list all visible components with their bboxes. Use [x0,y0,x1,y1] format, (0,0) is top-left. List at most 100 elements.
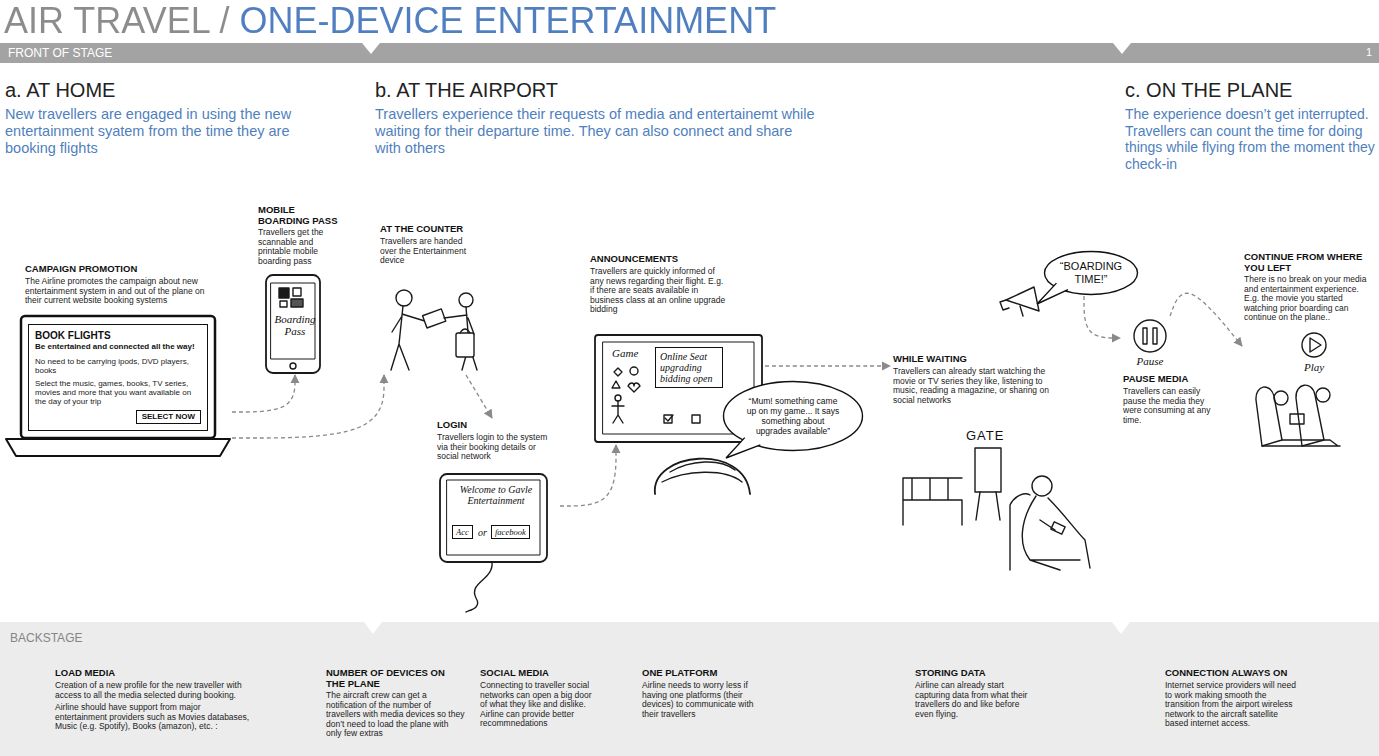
label-slot: Travellers experience their requests of … [375,106,820,157]
dashed-arrow [765,365,890,366]
monitor-drawing [612,401,624,423]
text-slot: Internet service providers will need to … [1165,681,1300,729]
plane-seats-drawing [1274,391,1288,405]
text-slot: Welcome to Gavle Entertainment [455,484,537,506]
login-tablet: Acc facebook LOGIN Travellers login to the … [435,418,560,613]
upgrade-popup: Online Seat upgrading bidding open [655,347,723,388]
counter-drawing [459,293,473,307]
handwritten-text: Game [612,347,652,359]
text-slot: CONTINUE FROM WHERE YOU LEFT [1244,252,1370,273]
handwritten-text: Online Seat upgrading bidding open [660,351,718,384]
handwritten-text: Acc [456,527,469,537]
text-slot: Airline can already start capturing data… [915,681,1040,719]
gate-drawing [1051,522,1065,534]
gate-drawing [975,448,1001,492]
dashed-arrow [232,375,295,412]
phone-drawing [291,299,303,307]
illustration [266,275,1340,612]
text-slot: MOBILE BOARDING PASS [258,205,344,226]
section-description: The experience doesn’t get interrupted. … [1125,106,1375,172]
pause-icon [1143,328,1147,344]
label-slot: a. AT HOME [5,78,335,102]
label-slot: b. AT THE AIRPORT [375,78,775,102]
body-text: Travellers are quickly informed of any n… [590,267,728,315]
heading-text: AT THE COUNTER [380,224,485,235]
text-slot: PAUSE MEDIA [1123,374,1223,385]
body-text: There is no break on your media and ente… [1244,275,1369,323]
label-slot: c. ON THE PLANE [1125,78,1375,102]
play-icon [1302,333,1326,357]
heading-text: LOGIN [437,420,557,431]
plane-seats-drawing [1256,387,1282,446]
gate-drawing [1022,496,1090,570]
viewer-head-drawing [662,462,742,482]
text-slot: or [478,527,492,538]
plane-seats-drawing [1262,440,1340,446]
text-slot: Travellers get the scannable and printab… [258,228,346,266]
dashed-arrow [1170,293,1242,346]
text-slot: Play [1294,361,1334,373]
announcement-bubble: “BOARDING TIME!” [1043,250,1139,296]
text-slot: Creation of a new profile for the new tr… [55,681,250,700]
facebook-button: facebook [491,525,530,539]
play-icon [1310,338,1321,352]
monitor-drawing [615,395,621,401]
text-slot: ONE PLATFORM [642,668,772,679]
label-slot: The experience doesn’t get interrupted. … [1125,106,1375,172]
label-text: SELECT NOW [142,412,195,422]
text-slot: Travellers login to the system via their… [437,433,559,462]
tablet-drawing [466,562,492,612]
phone-drawing [279,288,289,298]
counter-drawing [444,307,477,370]
tablet-drawing [440,474,547,612]
megaphone-drawing [1000,287,1039,316]
phone-drawing [293,288,301,296]
campaign-laptop: SELECT NOWBOOK FLIGHTSBe entertained and… [5,262,232,477]
monitor-drawing [664,415,672,423]
continue-playback: CONTINUE FROM WHERE YOU LEFTThere is no … [1242,250,1370,450]
body-text: The Airline promotes the campaign about … [25,277,220,306]
label-text: FRONT OF STAGE [8,46,208,60]
website-screen: SELECT NOWBOOK FLIGHTSBe entertained and… [28,324,208,431]
tablet-drawing [447,480,540,555]
play-icon [1302,333,1326,357]
body-text: Airline needs to worry less if having on… [642,681,772,719]
gate-sign: GATE [966,428,1016,443]
gate-drawing [1010,494,1030,570]
text-slot: Be entertained and connected all the way… [35,342,200,351]
heading-text: CONTINUE FROM WHERE YOU LEFT [1244,252,1370,273]
pause-icon [1153,328,1157,344]
text-slot: WHILE WAITING [893,354,1063,365]
viewer-head-drawing [655,459,750,494]
band-fill [0,43,1379,63]
label-text: BACKSTAGE [10,631,210,645]
body-text: Be entertained and connected all the way… [35,342,200,351]
text-slot: AT THE COUNTER [380,224,485,235]
speech-bubble: “Mum! something came up on my game... It… [722,380,864,452]
heading-text: ANNOUNCEMENTS [590,254,762,265]
gate-waiting-scene: WHILE WAITINGTravellers can already star… [890,352,1095,572]
text-slot: BACKSTAGE [10,631,210,645]
monitor-drawing [612,381,620,388]
phone-drawing [290,363,296,369]
body-text: Travellers login to the system via their… [437,433,559,462]
counter-drawing [396,290,412,306]
counter-drawing [391,290,477,370]
text-slot: The Airline promotes the campaign about … [25,277,220,306]
handwritten-text: Pause [1130,355,1170,367]
title-slot: AIR TRAVEL / ONE-DEVICE ENTERTAINMENT [4,1,776,41]
label-text: “Mum! something came up on my game... It… [744,396,842,436]
label-slot: GATE [966,428,1016,443]
phone-drawing [280,301,287,307]
label-slot: 1 [1366,46,1378,59]
text-slot: Travellers are handed over the Entertain… [380,237,480,266]
tablet-drawing [440,474,547,562]
plane-seats-drawing [1256,385,1340,446]
body-text: Internet service providers will need to … [1165,681,1300,729]
text-slot: There is no break on your media and ente… [1244,275,1369,323]
label-text: “BOARDING TIME!” [1057,260,1125,286]
laptop-drawing [6,316,230,456]
counter-drawing [456,333,474,357]
handwritten-text: Play [1294,361,1334,373]
